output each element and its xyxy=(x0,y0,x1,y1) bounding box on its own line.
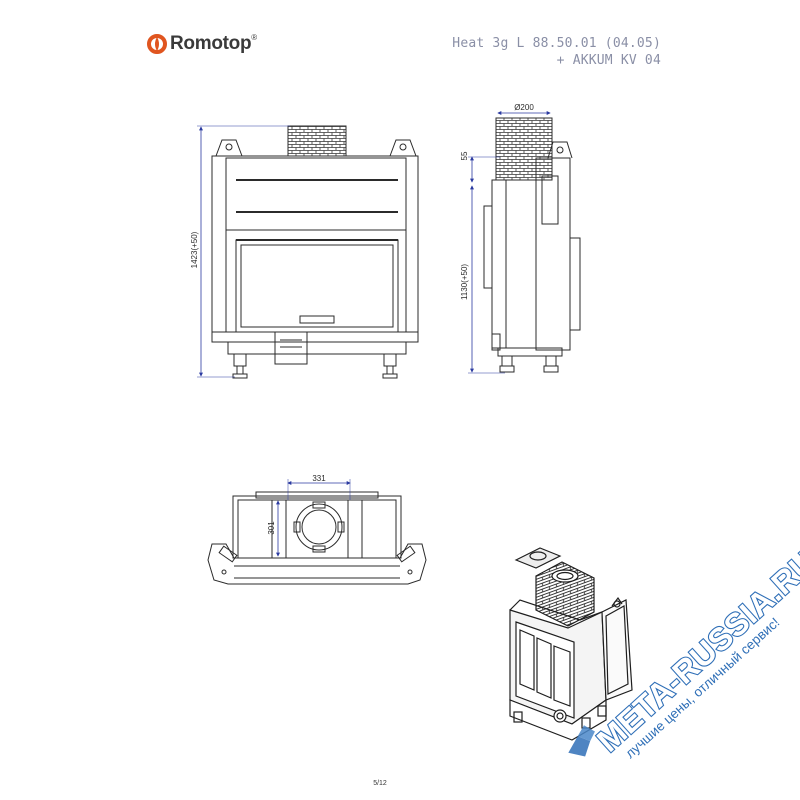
side-panel xyxy=(541,175,559,225)
front-right-bracket-hole xyxy=(399,143,407,151)
front-right-bracket xyxy=(389,139,417,157)
side-dimensions: Ø200 55 1130(+50) xyxy=(460,103,551,374)
front-left-bracket xyxy=(215,139,243,157)
plan-front-outline xyxy=(207,543,427,585)
side-view xyxy=(483,117,581,373)
brand-logo: Romotop® xyxy=(146,33,257,55)
plan-dimensions: 331 301 xyxy=(267,474,351,557)
front-upper-panel xyxy=(225,157,407,231)
plan-depth-label: 301 xyxy=(267,521,276,535)
front-view xyxy=(211,125,419,379)
side-chimney-block xyxy=(495,117,553,181)
front-door-handle xyxy=(299,315,335,324)
model-title-line-2: + AKKUM KV 04 xyxy=(556,53,661,68)
plan-flue-inner xyxy=(301,509,337,545)
front-air-intake xyxy=(274,331,308,365)
plan-flue-outer xyxy=(295,503,343,551)
front-height-dimension: 1423(+50) xyxy=(190,125,290,378)
top-offset-label: 55 xyxy=(460,151,469,160)
side-back-plate xyxy=(483,205,493,289)
brand-name: Romotop® xyxy=(170,33,257,55)
front-height-label: 1423(+50) xyxy=(190,231,199,268)
page-number: 5/12 xyxy=(373,780,387,787)
model-title-line-1: Heat 3g L 88.50.01 (04.05) xyxy=(452,36,661,51)
front-left-bracket-hole xyxy=(225,143,233,151)
model-title: Heat 3g L 88.50.01 (04.05) + AKKUM KV 04 xyxy=(452,35,661,69)
front-door-frame xyxy=(235,239,399,333)
plan-view xyxy=(207,491,427,585)
isometric-view xyxy=(509,547,633,741)
side-rear-body xyxy=(491,179,537,349)
registered-mark: ® xyxy=(251,33,257,42)
front-door-glass xyxy=(240,244,394,328)
side-height-label: 1130(+50) xyxy=(460,264,469,300)
brand-name-text: Romotop xyxy=(170,33,252,54)
front-chimney-block xyxy=(287,125,347,157)
plan-body-outline xyxy=(232,495,402,559)
side-front-body xyxy=(535,157,571,351)
plan-width-label: 331 xyxy=(312,474,326,483)
flue-diameter-label: Ø200 xyxy=(514,103,534,112)
romotop-flame-icon xyxy=(147,34,167,54)
front-body-outline xyxy=(211,155,419,333)
